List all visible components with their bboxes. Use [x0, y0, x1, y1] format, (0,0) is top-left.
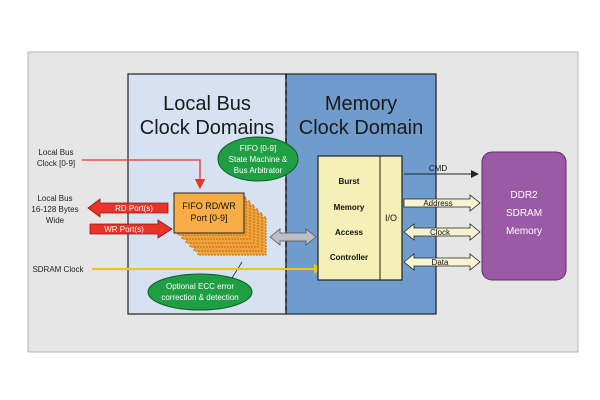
- wr-port-arrow: [89, 219, 173, 239]
- ddr-label-1: DDR2: [510, 190, 538, 201]
- local-region-title-2: Clock Domains: [140, 117, 274, 139]
- state-machine-label-2: State Machine &: [229, 155, 288, 164]
- controller-label-3: Access: [335, 228, 364, 237]
- controller-label-2: Memory: [334, 203, 365, 212]
- signal-data-label: Data: [432, 258, 449, 267]
- fifo-label-2: Port [0-9]: [190, 213, 227, 223]
- local-bus-clock-label-2: Clock [0-9]: [37, 159, 75, 168]
- fifo-box: [173, 192, 245, 234]
- controller-label-1: Burst: [339, 177, 360, 186]
- memory-region-title-1: Memory: [325, 93, 397, 115]
- burst-controller-box: [317, 155, 403, 281]
- local-bus-width-label-1: Local Bus: [37, 194, 72, 203]
- ecc-label-2: correction & detection: [161, 293, 238, 302]
- state-machine-label-3: Bus Arbitrator: [234, 166, 283, 175]
- sdram-clock-label: SDRAM Clock: [32, 265, 84, 274]
- ecc-label-1: Optional ECC error: [166, 282, 234, 291]
- wr-port-label: WR Port(s): [104, 225, 144, 234]
- fifo-label-1: FIFO RD/WR: [182, 201, 236, 211]
- ddr-label-2: SDRAM: [506, 208, 542, 219]
- state-machine-oval: [217, 136, 299, 182]
- ddr2-memory-box: [481, 151, 567, 281]
- ddr-label-3: Memory: [506, 226, 542, 237]
- rd-port-label: RD Port(s): [115, 204, 153, 213]
- local-bus-width-label-3: Wide: [46, 216, 65, 225]
- memory-region-title-2: Clock Domain: [299, 117, 423, 139]
- signal-data: Data: [403, 253, 481, 271]
- local-region-title-1: Local Bus: [163, 93, 251, 115]
- io-label: I/O: [385, 213, 397, 223]
- local-bus-width-label-2: 16-128 Bytes: [31, 205, 78, 214]
- local-bus-clock-label-1: Local Bus: [38, 148, 73, 157]
- signal-address: Address: [403, 194, 481, 212]
- signal-address-label: Address: [423, 199, 452, 208]
- state-machine-label-1: FIFO [0-9]: [240, 144, 276, 153]
- local-bus-clock-line: [82, 159, 206, 190]
- signal-clock-label: Clock: [430, 228, 451, 237]
- rd-port-arrow: [87, 198, 169, 218]
- signal-clock: Clock: [403, 223, 481, 241]
- signal-cmd-label: CMD: [429, 164, 447, 173]
- ecc-oval: [147, 273, 253, 311]
- controller-label-4: Controller: [330, 253, 368, 262]
- signal-cmd: CMD: [404, 164, 479, 178]
- fifo-controller-arrow: [269, 228, 317, 246]
